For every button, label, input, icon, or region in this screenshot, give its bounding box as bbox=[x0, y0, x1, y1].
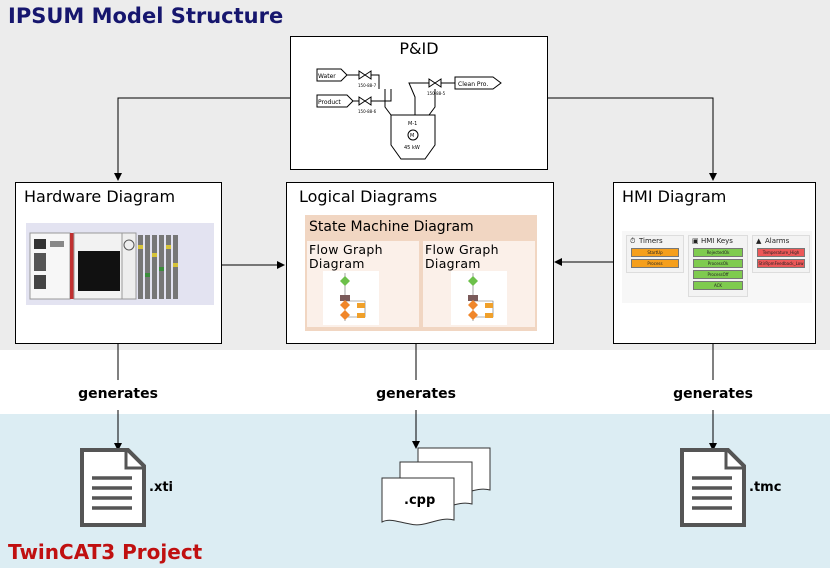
pid-title: P&ID bbox=[399, 39, 439, 58]
hmi-preview: ⏱ Timers StartUp Process ▣ HMI Keys Reje… bbox=[622, 231, 812, 303]
logical-generates-label: generates bbox=[376, 386, 456, 402]
hmi-timers-panel: ⏱ Timers StartUp Process bbox=[626, 235, 684, 273]
flow-graph-thumbnail-1 bbox=[323, 271, 379, 325]
keys-icon: ▣ bbox=[692, 237, 699, 245]
hmi-alarm-temperature-high[interactable]: Temperature_High bbox=[757, 248, 805, 257]
pid-valve-3: 150-88-5 bbox=[427, 91, 446, 96]
hmi-timers-title: Timers bbox=[639, 237, 663, 245]
flow-graph-panel-2[interactable]: Flow Graph Diagram bbox=[423, 241, 535, 327]
hardware-diagram-title: Hardware Diagram bbox=[24, 187, 176, 206]
hmi-keys-title: HMI Keys bbox=[701, 237, 733, 245]
tmc-file-label: .tmc bbox=[749, 480, 782, 495]
pid-vessel-label: M-1 bbox=[408, 121, 417, 127]
state-machine-panel[interactable]: State Machine Diagram Flow Graph Diagram… bbox=[305, 215, 537, 331]
multi-document-icon bbox=[381, 447, 491, 526]
pid-to-hardware-connector bbox=[114, 97, 290, 181]
hardware-diagram-box[interactable]: Hardware Diagram bbox=[15, 182, 222, 344]
logical-diagrams-box[interactable]: Logical Diagrams State Machine Diagram F… bbox=[286, 182, 554, 344]
hmi-key-process-off[interactable]: ProcessOff bbox=[693, 270, 743, 279]
pid-input-product: Product bbox=[318, 99, 341, 106]
pid-schematic: Water Product Clean Pro. 150-88-7 150-88… bbox=[316, 68, 502, 160]
model-structure-title: IPSUM Model Structure bbox=[8, 4, 284, 28]
pid-motor-symbol: M bbox=[410, 133, 414, 139]
xti-file-label: .xti bbox=[149, 480, 173, 495]
pid-motor-power: 45 kW bbox=[404, 145, 420, 151]
pid-input-water: Water bbox=[318, 73, 336, 80]
hmi-key-ack[interactable]: ACK bbox=[693, 281, 743, 290]
flow-graph-panel-1[interactable]: Flow Graph Diagram bbox=[307, 241, 419, 327]
hardware-terminal-illustration bbox=[26, 223, 214, 305]
document-icon bbox=[680, 448, 746, 527]
timer-icon: ⏱ bbox=[630, 237, 636, 245]
hmi-keys-panel: ▣ HMI Keys RejectedOk ProcessOk ProcessO… bbox=[688, 235, 748, 297]
flow-graph-title-1: Flow Graph Diagram bbox=[309, 242, 383, 271]
state-machine-title: State Machine Diagram bbox=[309, 219, 474, 235]
hmi-alarms-title: Alarms bbox=[765, 237, 790, 245]
hmi-timer-startup[interactable]: StartUp bbox=[631, 248, 679, 257]
document-icon bbox=[80, 448, 146, 527]
hardware-generates-label: generates bbox=[78, 386, 158, 402]
twincat-project-title: TwinCAT3 Project bbox=[8, 540, 203, 564]
pid-valve-2: 150-88-6 bbox=[358, 109, 377, 114]
pid-box[interactable]: P&ID Water Product Clean Pro. 150-88-7 1… bbox=[290, 36, 548, 170]
flow-graph-title-2: Flow Graph Diagram bbox=[425, 242, 499, 271]
hmi-diagram-title: HMI Diagram bbox=[622, 187, 727, 206]
hmi-generates-label: generates bbox=[673, 386, 753, 402]
hmi-timer-process[interactable]: Process bbox=[631, 259, 679, 268]
pid-valve-1: 150-88-7 bbox=[358, 83, 377, 88]
cpp-file-label: .cpp bbox=[404, 493, 436, 508]
pid-output: Clean Pro. bbox=[458, 81, 488, 88]
pid-to-hmi-connector bbox=[547, 97, 717, 181]
hmi-alarms-panel: ▲ Alarms Temperature_High StirRpmFeedbac… bbox=[752, 235, 810, 273]
flow-graph-thumbnail-2 bbox=[451, 271, 507, 325]
logical-diagrams-title: Logical Diagrams bbox=[299, 187, 438, 206]
hmi-alarm-stir-rpm-low[interactable]: StirRpmFeedback_Low bbox=[757, 259, 805, 268]
hmi-diagram-box[interactable]: HMI Diagram ⏱ Timers StartUp Process ▣ H… bbox=[613, 182, 816, 344]
hmi-key-process-ok[interactable]: ProcessOk bbox=[693, 259, 743, 268]
warning-icon: ▲ bbox=[756, 237, 762, 245]
hmi-key-rejected-ok[interactable]: RejectedOk bbox=[693, 248, 743, 257]
